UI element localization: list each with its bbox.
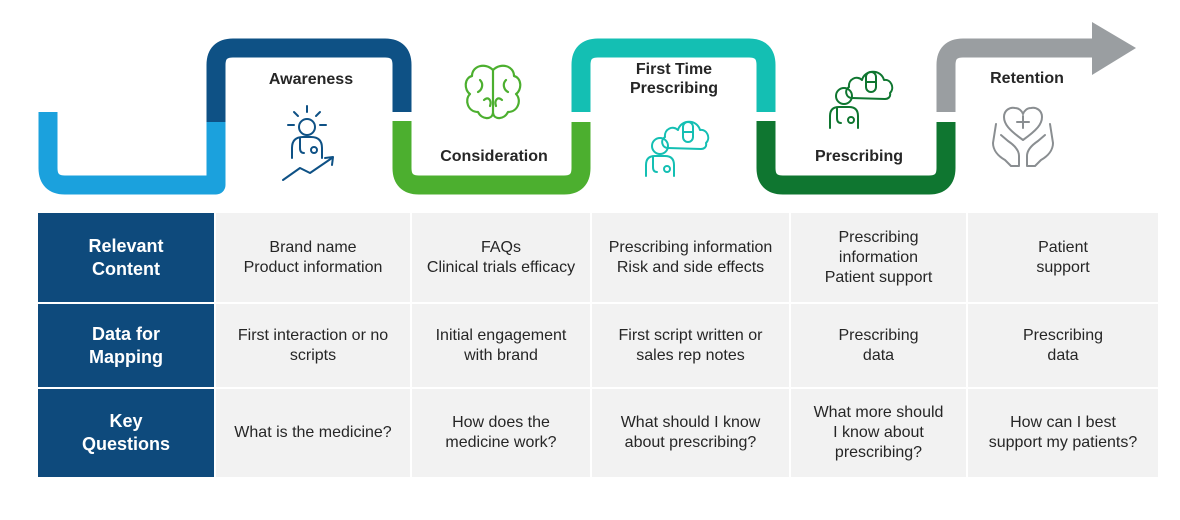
doctor-cloud-pill-icon [829, 70, 894, 129]
journey-matrix-table: Relevant Content Brand name Product info… [38, 213, 1158, 477]
row-header-relevant-content: Relevant Content [38, 213, 214, 302]
journey-segment-awareness [206, 38, 412, 122]
doctor-growth-icon [282, 105, 334, 181]
row-header-key-questions: Key Questions [38, 389, 214, 477]
journey-path-graphic [38, 22, 1136, 195]
journey-segment-consideration [392, 121, 591, 195]
journey-segment-retention [936, 38, 1097, 112]
cell-relevant-content-awareness: Brand name Product information [216, 213, 410, 302]
hands-heart-icon [992, 106, 1054, 167]
cell-key-questions-first-time-prescribing: What should I know about prescribing? [592, 389, 789, 477]
stage-title-awareness: Awareness [268, 71, 354, 88]
doctor-cloud-pill-icon [645, 120, 710, 177]
stage-title-prescribing: Prescribing [814, 148, 904, 165]
journey-segment-first-time-prescribing [571, 38, 776, 112]
stage-title-first-time-prescribing: First Time Prescribing [629, 61, 719, 97]
journey-segment-prescribing [756, 121, 956, 195]
cell-relevant-content-first-time-prescribing: Prescribing information Risk and side ef… [592, 213, 789, 302]
cell-data-for-mapping-prescribing: Prescribing data [791, 304, 966, 387]
row-header-data-for-mapping: Data for Mapping [38, 304, 214, 387]
cell-relevant-content-consideration: FAQs Clinical trials efficacy [412, 213, 590, 302]
cell-key-questions-consideration: How does the medicine work? [412, 389, 590, 477]
cell-data-for-mapping-consideration: Initial engagement with brand [412, 304, 590, 387]
cell-relevant-content-prescribing: Prescribing information Patient support [791, 213, 966, 302]
brain-icon [464, 64, 522, 120]
cell-data-for-mapping-first-time-prescribing: First script written or sales rep notes [592, 304, 789, 387]
journey-arrow-head [1092, 22, 1136, 75]
journey-segment-start [38, 112, 226, 195]
stage-title-retention: Retention [990, 70, 1064, 87]
stage-title-consideration: Consideration [440, 148, 548, 165]
cell-relevant-content-retention: Patient support [968, 213, 1158, 302]
cell-key-questions-retention: How can I best support my patients? [968, 389, 1158, 477]
cell-key-questions-awareness: What is the medicine? [216, 389, 410, 477]
cell-key-questions-prescribing: What more should I know about prescribin… [791, 389, 966, 477]
cell-data-for-mapping-retention: Prescribing data [968, 304, 1158, 387]
cell-data-for-mapping-awareness: First interaction or no scripts [216, 304, 410, 387]
